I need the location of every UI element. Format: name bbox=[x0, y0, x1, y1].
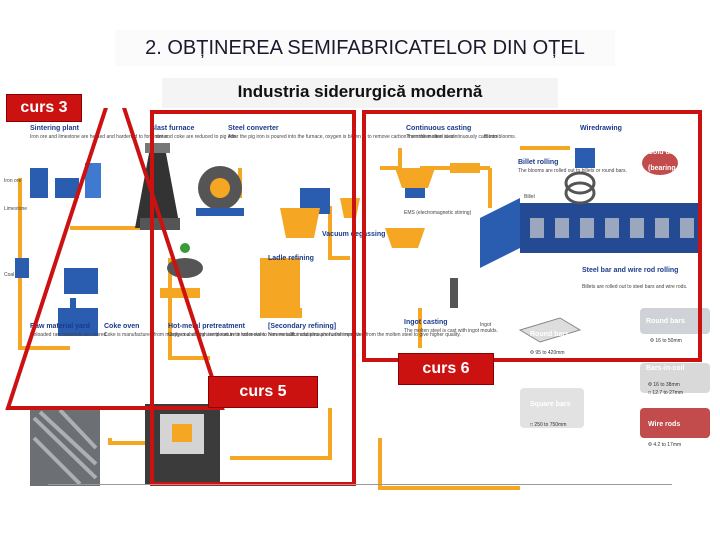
iron-ore-label: Iron ore bbox=[4, 178, 21, 184]
billet-label: Billet bbox=[524, 194, 535, 200]
coke-oven-equipment bbox=[58, 298, 98, 336]
pipes-photo bbox=[30, 408, 100, 486]
bars-in-coil-label: Bars-in-coil bbox=[646, 365, 685, 372]
raw-material-yard-desc: Unloaded raw materials are stored. bbox=[30, 332, 108, 338]
ingot-label: Ingot bbox=[480, 322, 492, 328]
steel-converter-label: Steel converter bbox=[228, 125, 279, 132]
sintering-plant-equipment bbox=[15, 163, 101, 294]
square-bars-label: Square bars bbox=[530, 401, 571, 408]
continuous-casting-desc: The molten steel is continuously cast in… bbox=[406, 134, 516, 140]
cold-drawn-extra: (bearing steel) bbox=[648, 165, 696, 172]
steel-process-diagram: Sintering plant Iron ore and limestone a… bbox=[4, 108, 719, 490]
wiredrawing-label: Wiredrawing bbox=[580, 125, 622, 132]
secondary-refining-label: [Secondary refining] bbox=[268, 323, 336, 330]
bars-in-coil-dims2: □ 12.7 to 27mm bbox=[648, 390, 683, 396]
round-bars-right-dims: Φ 16 to 50mm bbox=[650, 338, 682, 344]
coke-oven-desc: Coke is manufactured from mostly coal at… bbox=[104, 332, 266, 338]
sintering-desc: Iron ore and limestone are heated and ha… bbox=[30, 134, 169, 140]
right-products bbox=[520, 308, 710, 438]
curs6-box bbox=[362, 110, 702, 362]
ingot-casting-desc: The molten steel is cast with ingot moul… bbox=[404, 328, 498, 334]
ems-label: EMS (electromagnetic stirring) bbox=[404, 210, 472, 216]
pretreatment-box bbox=[160, 288, 200, 298]
vacuum-degassing-equipment bbox=[280, 188, 360, 238]
coal-label: Coal bbox=[4, 272, 14, 278]
curs6-label: curs 6 bbox=[398, 353, 494, 385]
wiredrawing-coil bbox=[564, 148, 678, 205]
hot-metal-pretreatment-label: Hot-metal pretreatment bbox=[168, 323, 246, 330]
curs3-label: curs 3 bbox=[6, 94, 82, 122]
billet-rolling-equipment bbox=[480, 198, 700, 268]
round-bars-right-label: Round bars bbox=[646, 318, 685, 325]
curs5-label: curs 5 bbox=[208, 376, 318, 408]
blast-furnace-desc: Sinter and coke are reduced to pig iron. bbox=[150, 134, 238, 140]
raw-material-yard-label: Raw material yard bbox=[30, 323, 90, 330]
diagram-subtitle: Industria siderurgică modernă bbox=[162, 78, 558, 108]
billet-rolling-label: Billet rolling bbox=[518, 159, 558, 166]
bloom-label: Bloom bbox=[484, 134, 498, 140]
billet-rolling-desc: The blooms are rolled out to billets or … bbox=[518, 168, 627, 174]
blast-furnace-label: Blast furnace bbox=[150, 125, 194, 132]
round-bars-center-label: Round bars bbox=[530, 331, 569, 338]
square-bars-dims: □ 250 to 750mm bbox=[530, 422, 566, 428]
wire-rods-label: Wire rods bbox=[648, 421, 680, 428]
round-bars-center-dims: Φ 95 to 420mm bbox=[530, 350, 565, 356]
wire-rods-dims: Φ 4.2 to 17mm bbox=[648, 442, 681, 448]
sintering-label: Sintering plant bbox=[30, 125, 80, 132]
steel-bar-rolling-desc: Billets are rolled out to steel bars and… bbox=[582, 284, 687, 290]
round-bars-product-center bbox=[518, 317, 582, 343]
ingot-casting-equipment bbox=[385, 228, 458, 308]
furnace-photo bbox=[145, 404, 220, 484]
hot-metal-pretreatment-desc: Oxygen and lime are blown in to hot meta… bbox=[168, 332, 366, 338]
bottom-divider bbox=[48, 484, 672, 485]
ladle-box bbox=[260, 258, 300, 318]
steel-converter-equipment bbox=[196, 166, 244, 216]
ingot-casting-label: Ingot casting bbox=[404, 319, 448, 326]
cold-drawn-label: Cold drawn wire rods bbox=[648, 149, 719, 156]
bars-in-coil-dims: Φ 16 to 38mm bbox=[648, 382, 680, 388]
ladle-refining-label: Ladle refining bbox=[268, 255, 314, 262]
steel-converter-desc: After the pig iron is poured into the fu… bbox=[228, 134, 456, 140]
curs3-triangle bbox=[5, 108, 225, 410]
page-title: 2. OBȚINEREA SEMIFABRICATELOR DIN OȚEL bbox=[115, 30, 615, 66]
steel-bar-rolling-label: Steel bar and wire rod rolling bbox=[582, 267, 678, 274]
continuous-casting-label: Continuous casting bbox=[406, 125, 471, 132]
continuous-casting-equipment bbox=[395, 163, 480, 198]
coke-oven-label: Coke oven bbox=[104, 323, 139, 330]
limestone-label: Limestone bbox=[4, 206, 27, 212]
